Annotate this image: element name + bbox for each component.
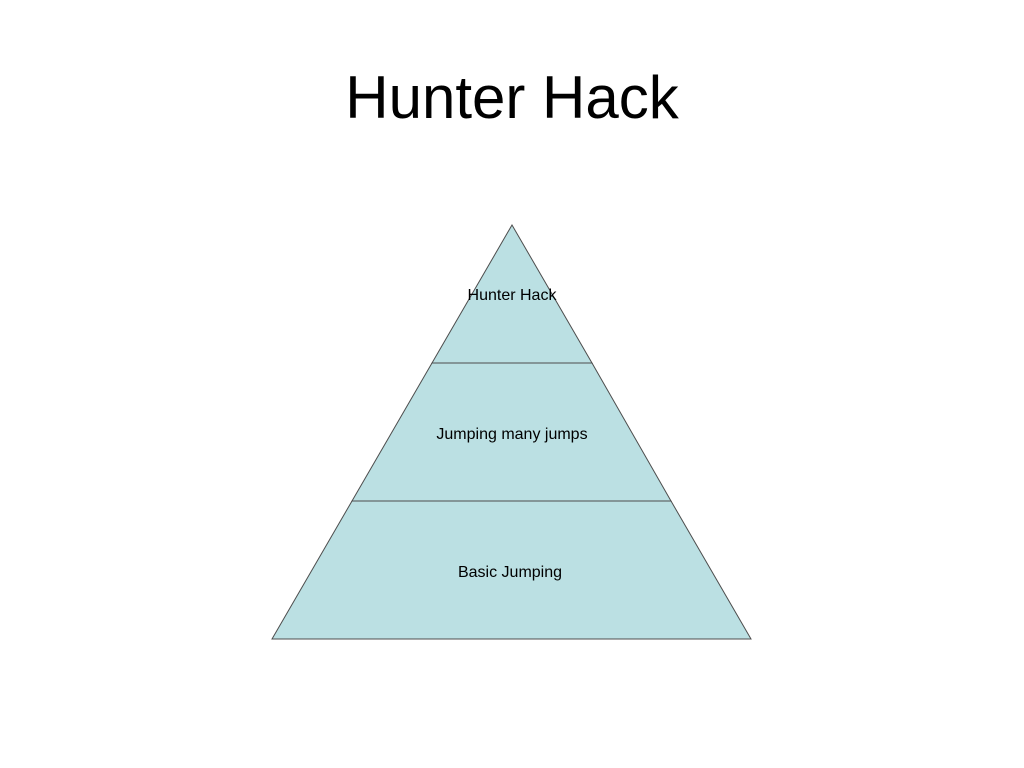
pyramid-tier-top-label: Hunter Hack xyxy=(468,287,558,304)
pyramid-tier-middle-label: Jumping many jumps xyxy=(436,426,587,443)
slide-title: Hunter Hack xyxy=(345,64,679,131)
pyramid-tier-bottom xyxy=(271,500,752,640)
pyramid-tier-bottom-label: Basic Jumping xyxy=(458,564,562,581)
